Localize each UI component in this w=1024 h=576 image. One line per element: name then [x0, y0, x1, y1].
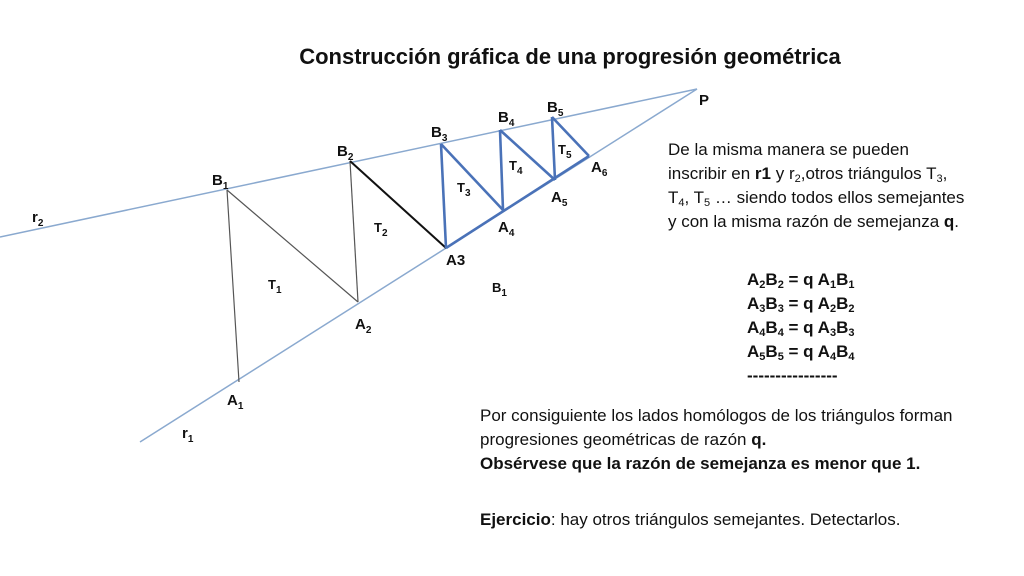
segment-B4A5	[499, 129, 556, 181]
label-T3: T3	[457, 180, 471, 199]
label-A5: A5	[551, 189, 568, 209]
text: .	[954, 212, 960, 231]
segment-A5B5	[550, 116, 557, 181]
text-bold: q.	[751, 430, 767, 449]
equation: A4B4 = q A3B3	[747, 318, 855, 339]
text: Por consiguiente los lados homólogos de …	[480, 406, 953, 449]
label-T5: T5	[558, 142, 572, 161]
label-T1: T1	[268, 277, 282, 296]
text: ,otros triángulos T	[800, 164, 937, 183]
text: y r	[771, 164, 795, 183]
label-B2: B2	[337, 143, 354, 163]
segment-A1B1	[226, 189, 240, 383]
segment-B5A6	[551, 116, 590, 157]
text-bold: q	[943, 212, 955, 231]
label-B3: B3	[431, 124, 448, 144]
label-B5: B5	[547, 99, 564, 119]
exercise-paragraph: Ejercicio: hay otros triángulos semejant…	[480, 508, 1000, 532]
equation: A5B5 = q A4B4	[747, 342, 855, 363]
equation: A2B2 = q A1B1	[747, 270, 855, 291]
text-bold: r1	[754, 164, 771, 183]
label-A4: A4	[498, 219, 515, 239]
segment-B3A4	[440, 143, 504, 211]
page-title: Construcción gráfica de una progresión g…	[299, 44, 841, 69]
segment-B2A3	[349, 160, 447, 249]
label-A3: A3	[446, 252, 465, 269]
text: , T	[668, 164, 948, 207]
label-B4: B4	[498, 109, 515, 129]
label-B1-lower: B1	[492, 280, 507, 299]
ray-r1	[139, 88, 698, 443]
subscript: 5	[704, 197, 711, 209]
blue-segments	[439, 116, 590, 250]
description-paragraph: De la misma manera se pueden inscribir e…	[668, 138, 968, 234]
text: , T	[684, 188, 705, 207]
label-r1: r1	[182, 425, 194, 445]
segment-A4B4	[498, 129, 505, 211]
label-T2: T2	[374, 220, 388, 239]
label-P: P	[699, 92, 709, 109]
label-A1: A1	[227, 392, 244, 412]
segment-A2B2	[349, 160, 359, 303]
ray-r2	[0, 88, 698, 238]
segment-B1A2	[226, 189, 359, 303]
label-T4: T4	[509, 158, 523, 177]
label-A2: A2	[355, 316, 372, 336]
text: De la misma manera se pueden inscribir e…	[668, 140, 909, 183]
exercise-label: Ejercicio	[480, 510, 551, 529]
separator: ----------------	[747, 366, 838, 385]
text: : hay otros triángulos semejantes. Detec…	[550, 510, 901, 529]
subscript: 2	[794, 173, 801, 185]
segment-A3B3	[439, 143, 448, 249]
label-B1: B1	[212, 172, 229, 192]
equations-block: A2B2 = q A1B1 A3B3 = q A2B2 A4B4 = q A3B…	[747, 268, 854, 388]
equation: A3B3 = q A2B2	[747, 294, 855, 315]
segment-A3A6	[445, 154, 590, 250]
subscript: 4	[678, 197, 685, 209]
subscript: 3	[936, 173, 943, 185]
text-bold: Obsérvese que la razón de semejanza es m…	[480, 454, 921, 473]
conclusion-paragraph: Por consiguiente los lados homólogos de …	[480, 404, 1000, 476]
text: … siendo todos ellos semejantes y con la…	[668, 188, 965, 231]
label-r2: r2	[32, 209, 44, 229]
label-A6: A6	[591, 159, 608, 179]
